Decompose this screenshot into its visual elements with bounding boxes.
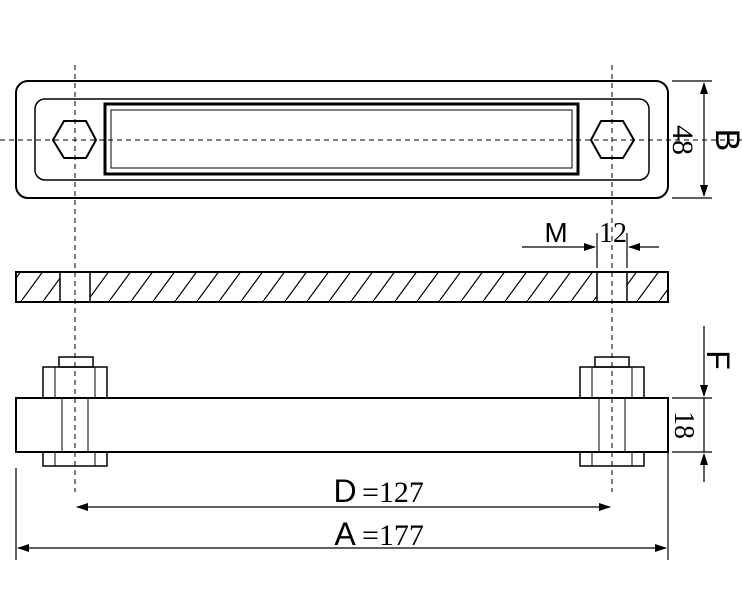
- section-outline: [15, 271, 669, 303]
- label-d-value: =127: [362, 476, 424, 509]
- section-hatch: [16, 272, 668, 302]
- section-view: [15, 271, 669, 303]
- label-f-value: 18: [668, 411, 699, 439]
- top-slot-inner: [110, 109, 573, 169]
- label-f-letter: F: [700, 350, 736, 370]
- label-a-value: =177: [362, 519, 424, 552]
- side-bar: [15, 397, 669, 453]
- dimension-m: [522, 233, 659, 268]
- left-bolt-head: [58, 356, 94, 368]
- side-view: [15, 356, 669, 467]
- label-b-value: 48: [666, 125, 699, 155]
- right-hex-nut: [589, 120, 636, 159]
- dimension-a: [15, 452, 669, 560]
- label-m-letter: M: [544, 217, 567, 248]
- label-b-letter: B: [708, 129, 742, 152]
- label-a-letter: A: [334, 516, 356, 552]
- left-hex-nut: [51, 120, 98, 159]
- top-slot: [103, 102, 580, 176]
- label-d-letter: D: [333, 473, 356, 509]
- label-m-value: 12: [599, 218, 627, 249]
- dimension-f: [672, 326, 712, 482]
- dimension-b: [672, 80, 712, 199]
